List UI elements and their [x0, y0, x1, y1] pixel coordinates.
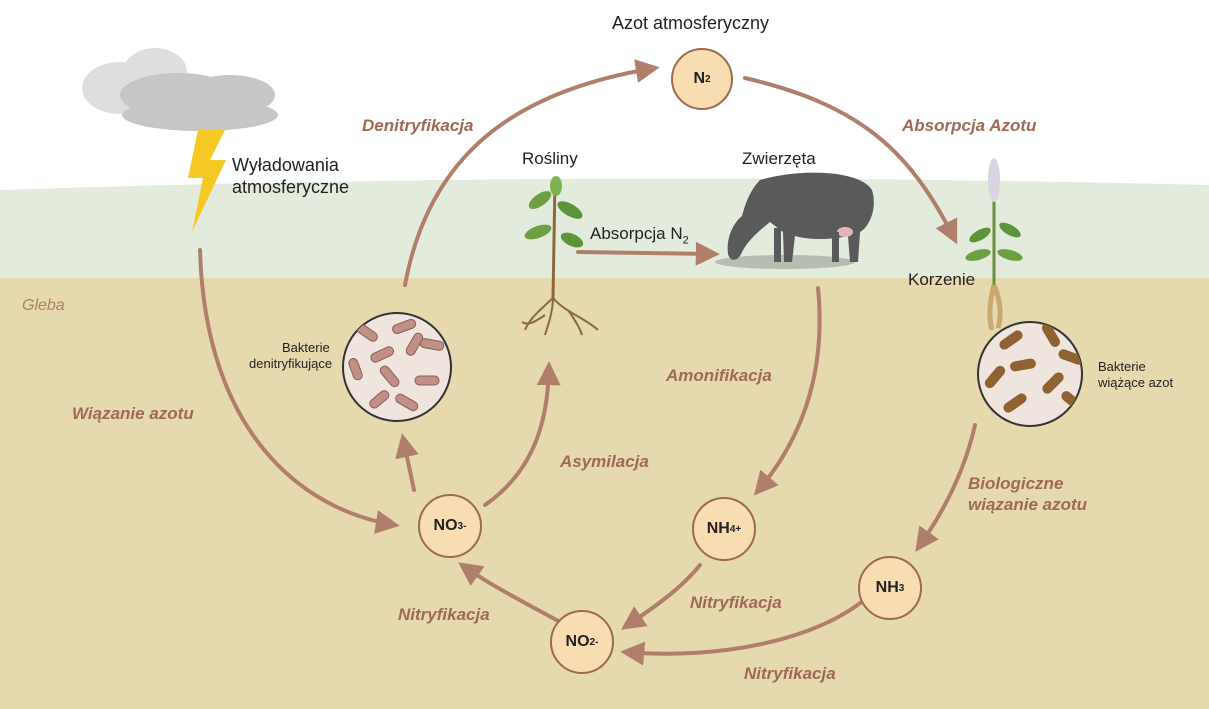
denitrifying-bacteria-label-line2: denitryfikujące: [249, 356, 332, 371]
soil-label: Gleba: [22, 297, 65, 315]
fixing-bacteria-label-line1: Bakterie: [1098, 359, 1146, 374]
fixing-bacteria-label-line2: wiążące azot: [1098, 375, 1173, 390]
denitrifying-bacteria-icon: [343, 313, 451, 421]
root-label: Korzenie: [908, 270, 975, 290]
process-nitrogen-absorption: Absorpcja Azotu: [902, 116, 1036, 136]
process-denitrification: Denitryfikacja: [362, 116, 474, 136]
process-biological-fixation-line2: wiązanie azotu: [968, 495, 1087, 515]
lightning-label-line2: atmosferyczne: [232, 177, 349, 198]
process-assimilation: Asymilacja: [560, 452, 649, 472]
plants-label: Rośliny: [522, 149, 578, 169]
animals-label: Zwierzęta: [742, 149, 816, 169]
arrow-n2-absorption: [578, 252, 715, 254]
process-ammonification: Amonifikacja: [666, 366, 772, 386]
lightning-label-line1: Wyładowania: [232, 155, 339, 176]
denitrifying-bacteria-label-line1: Bakterie: [282, 340, 330, 355]
n2-absorption-label: Absorpcja N2: [590, 224, 689, 246]
process-nitrification-mid: Nitryfikacja: [690, 593, 782, 613]
process-nitrogen-fixation: Wiązanie azotu: [72, 404, 194, 424]
process-nitrification-left: Nitryfikacja: [398, 605, 490, 625]
atmospheric-nitrogen-label: Azot atmosferyczny: [612, 13, 769, 34]
process-biological-fixation-line1: Biologiczne: [968, 474, 1063, 494]
process-nitrification-bottom: Nitryfikacja: [744, 664, 836, 684]
